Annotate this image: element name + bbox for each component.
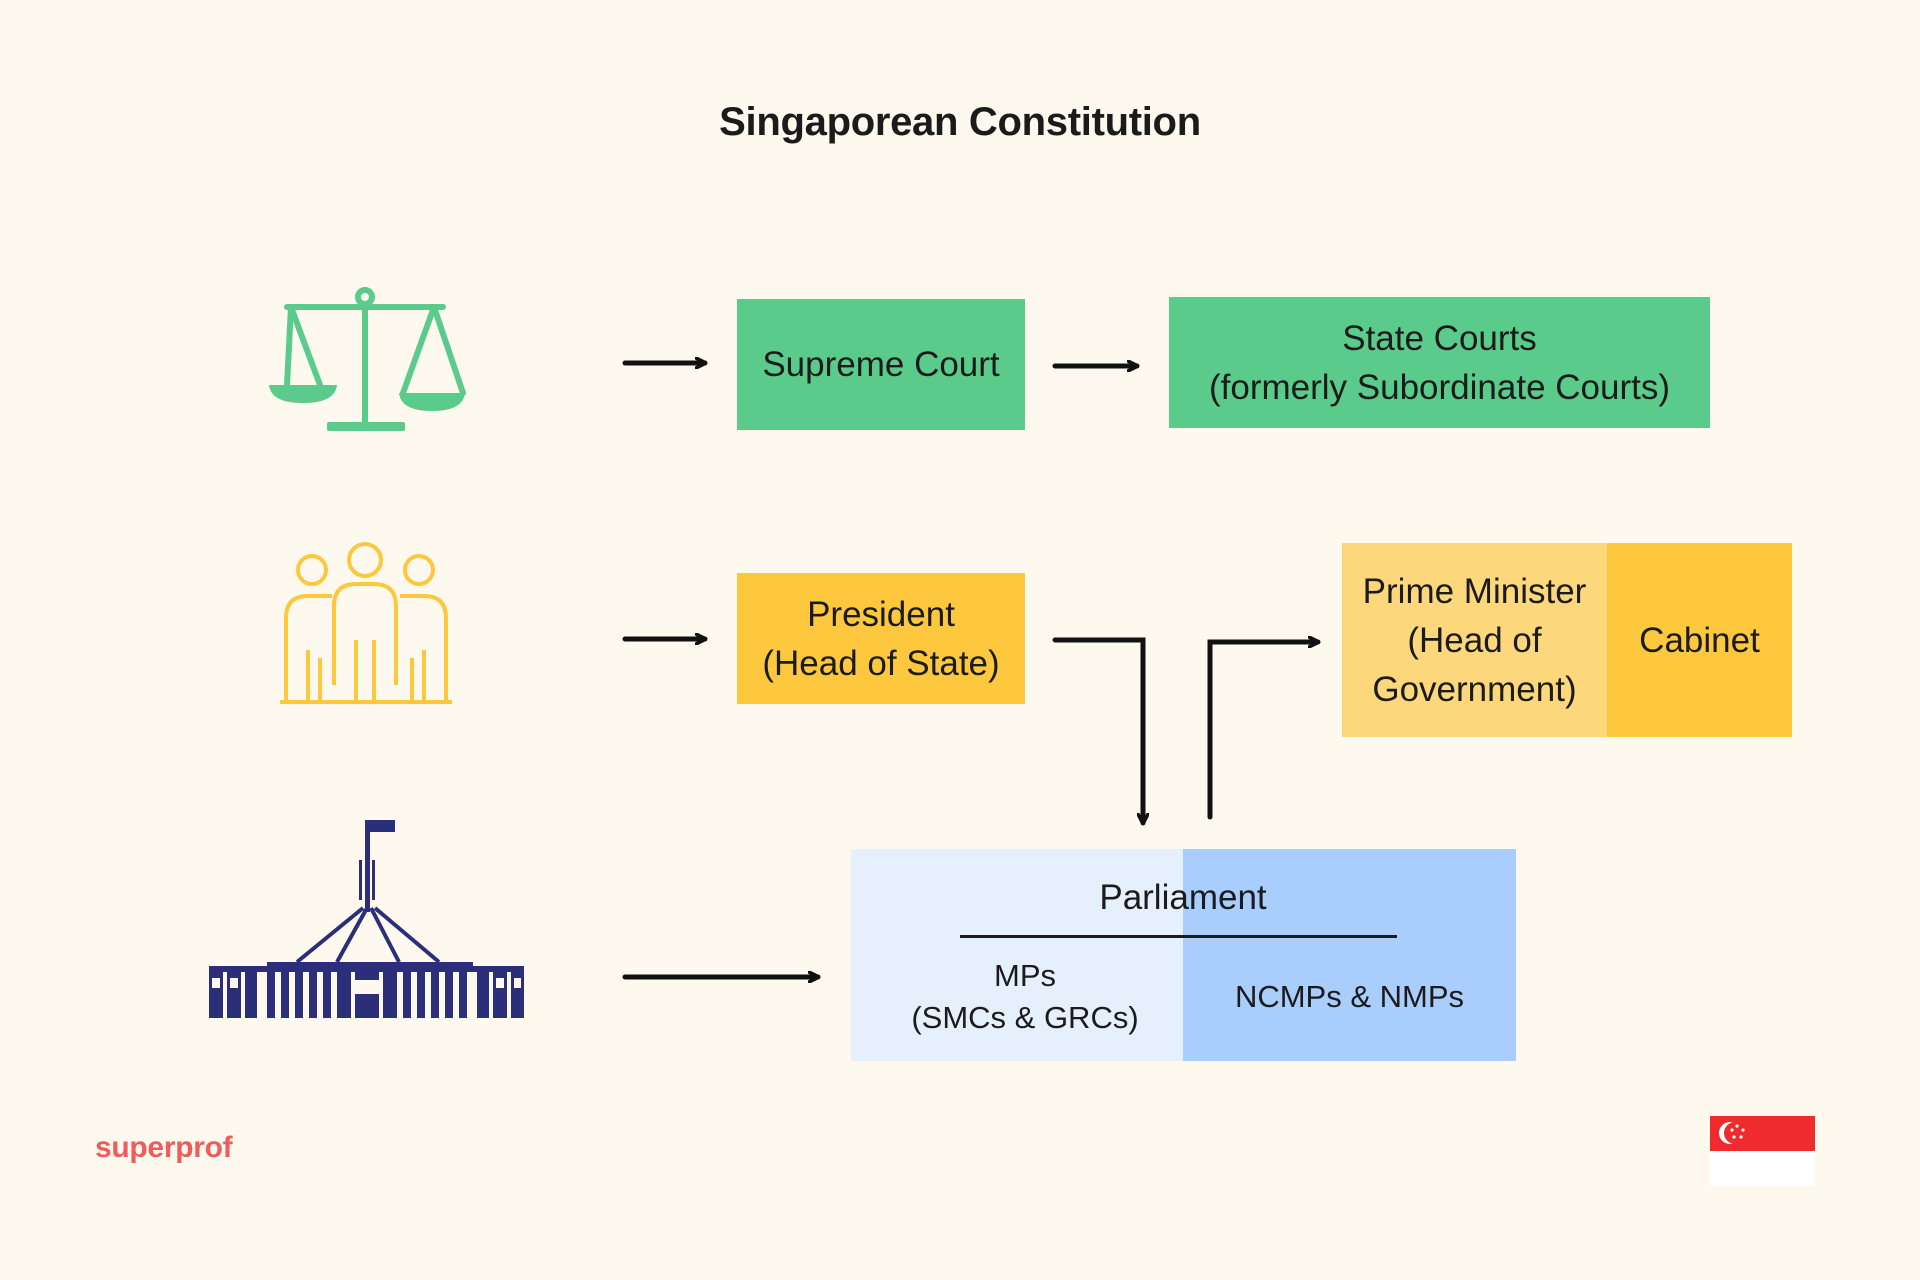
mps-subtitle: (SMCs & GRCs) <box>911 1000 1139 1035</box>
parliament-divider <box>960 935 1397 938</box>
parliament-building-icon <box>209 820 524 1018</box>
prime-minister-label: Prime Minister <box>1362 571 1587 611</box>
ncmps-nmps-label: NCMPs & NMPs <box>1234 979 1465 1014</box>
president-box: President (Head of State) <box>737 573 1025 704</box>
cabinet-label: Cabinet <box>1639 620 1760 660</box>
prime-minister-sublabel-2: Government) <box>1372 669 1577 709</box>
mps-title: MPs <box>994 958 1056 993</box>
prime-minister-box: Prime Minister (Head of Government) <box>1342 543 1607 737</box>
supreme-court-label: Supreme Court <box>762 345 1000 384</box>
prime-minister-sublabel-1: (Head of <box>1407 620 1542 660</box>
parliament-box-right <box>1183 849 1516 1061</box>
arrow-president-to-parliament <box>1052 637 1143 826</box>
people-group-icon <box>280 542 452 704</box>
superprof-logo: superprof <box>95 1131 233 1164</box>
president-sublabel: (Head of State) <box>762 643 1000 683</box>
president-label: President <box>807 594 955 634</box>
supreme-court-box: Supreme Court <box>737 299 1025 430</box>
state-courts-label: State Courts <box>1342 318 1537 358</box>
parliament-box-left <box>851 849 1183 1061</box>
singapore-flag-icon <box>1710 1116 1815 1186</box>
scales-of-justice-icon <box>269 287 466 431</box>
diagram-title: Singaporean Constitution <box>719 100 1201 144</box>
arrow-parliament-to-prime-minister <box>1207 642 1321 820</box>
state-courts-box: State Courts (formerly Subordinate Court… <box>1169 297 1710 428</box>
state-courts-sublabel: (formerly Subordinate Courts) <box>1209 367 1670 407</box>
mps-label: MPs (SMCs & GRCs) <box>880 955 1170 1039</box>
parliament-label: Parliament <box>1099 878 1267 917</box>
cabinet-box: Cabinet <box>1607 543 1792 737</box>
